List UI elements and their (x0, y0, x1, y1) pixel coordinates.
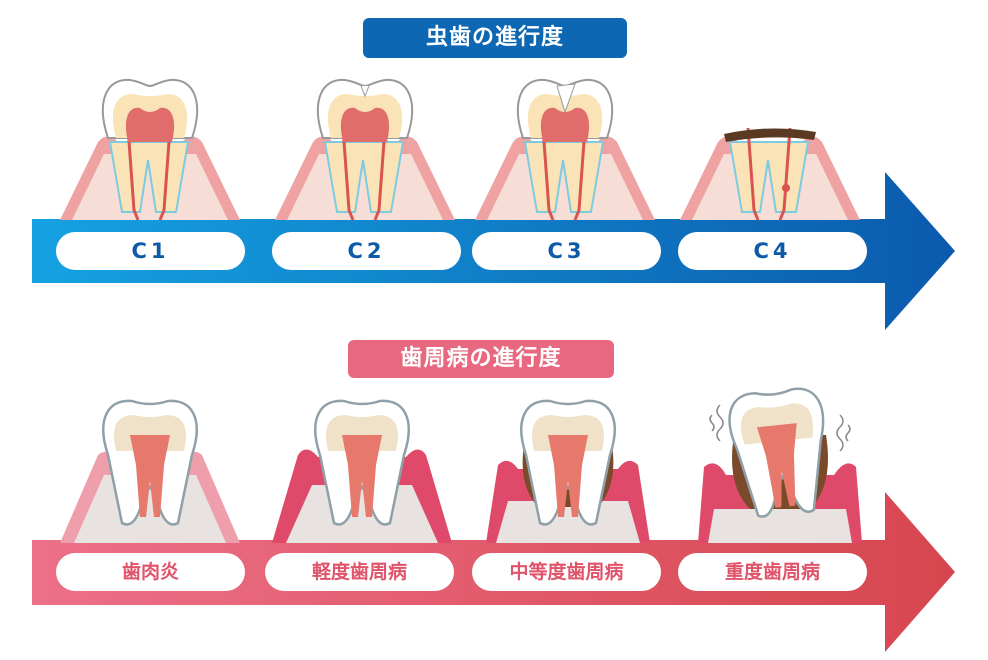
stage-c1-label: C1 (56, 232, 245, 270)
caries-progress-title: 虫歯の進行度 (363, 18, 627, 58)
wobble-lines-icon (709, 404, 851, 452)
tooth-moderate-periodontitis-illustration (486, 395, 650, 543)
stage-c2-label: C2 (272, 232, 461, 270)
tooth-c1-illustration (60, 72, 240, 222)
tooth-mild-periodontitis-illustration (272, 395, 452, 543)
tooth-c4-illustration (680, 72, 860, 222)
stage-moderate-periodontitis-label: 中等度歯周病 (472, 553, 661, 591)
stage-severe-periodontitis-label: 重度歯周病 (678, 553, 867, 591)
tooth-severe-periodontitis-illustration (698, 385, 862, 543)
periodontal-progress-title: 歯周病の進行度 (348, 340, 614, 378)
tooth-gingivitis-illustration (60, 395, 240, 543)
stage-mild-periodontitis-label: 軽度歯周病 (265, 553, 454, 591)
stage-c3-label: C3 (472, 232, 661, 270)
stage-gingivitis-label: 歯肉炎 (56, 553, 245, 591)
tooth-c2-illustration (275, 72, 455, 222)
stage-c4-label: C4 (678, 232, 867, 270)
tooth-c3-illustration (475, 72, 655, 222)
